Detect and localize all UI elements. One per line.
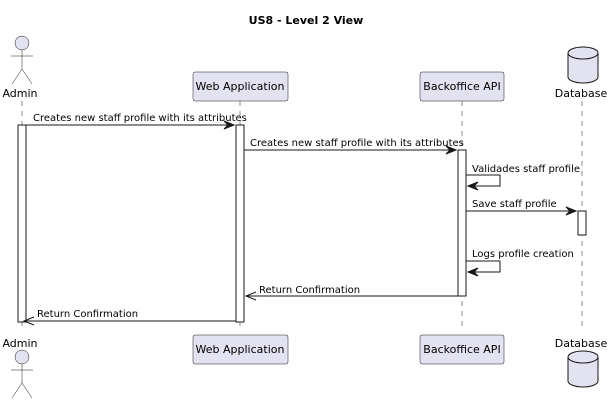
actor-admin-top: [11, 35, 33, 85]
message-6-label: Return Confirmation: [259, 285, 360, 296]
participant-label-web-application-top: Web Application: [196, 80, 285, 93]
actor-head-icon: [14, 35, 30, 51]
participant-box-backoffice-api-bottom: [419, 334, 505, 365]
participant-box-web-application-bottom: [192, 334, 289, 365]
participant-label-backoffice-api-bottom: Backoffice API: [423, 343, 500, 356]
participant-box-web-application-top: [192, 71, 289, 102]
message-6-arrow: [244, 291, 458, 301]
activation-admin: [17, 124, 27, 323]
message-4-arrow: [466, 206, 578, 216]
diagram-title: US8 - Level 2 View: [249, 14, 364, 27]
activation-backoffice-api: [457, 149, 467, 297]
message-3-label: Validades staff profile: [472, 164, 580, 175]
message-2-label: Creates new staff profile with its attri…: [250, 138, 464, 149]
message-7-arrow: [22, 316, 236, 326]
participant-label-database-top: Database: [555, 87, 608, 100]
message-4-label: Save staff profile: [472, 199, 557, 210]
database-icon-bottom: [567, 350, 599, 388]
participant-label-database-bottom: Database: [555, 337, 608, 350]
message-3-self-arrow: [466, 174, 501, 191]
activation-web-application: [235, 124, 245, 323]
database-icon-top: [567, 46, 599, 84]
message-5-label: Logs profile creation: [472, 249, 574, 260]
participant-box-backoffice-api-top: [419, 71, 505, 102]
message-2-arrow: [244, 145, 458, 155]
participant-label-admin-bottom: Admin: [2, 337, 37, 350]
activation-database: [577, 210, 587, 236]
actor-admin-bottom: [11, 349, 33, 399]
actor-head-icon: [14, 349, 30, 365]
message-1-label: Creates new staff profile with its attri…: [33, 113, 247, 124]
message-1-arrow: [26, 120, 236, 130]
participant-label-admin-top: Admin: [2, 87, 37, 100]
message-5-self-arrow: [466, 260, 501, 277]
message-7-label: Return Confirmation: [37, 309, 138, 320]
participant-label-web-application-bottom: Web Application: [196, 343, 285, 356]
participant-label-backoffice-api-top: Backoffice API: [423, 80, 500, 93]
